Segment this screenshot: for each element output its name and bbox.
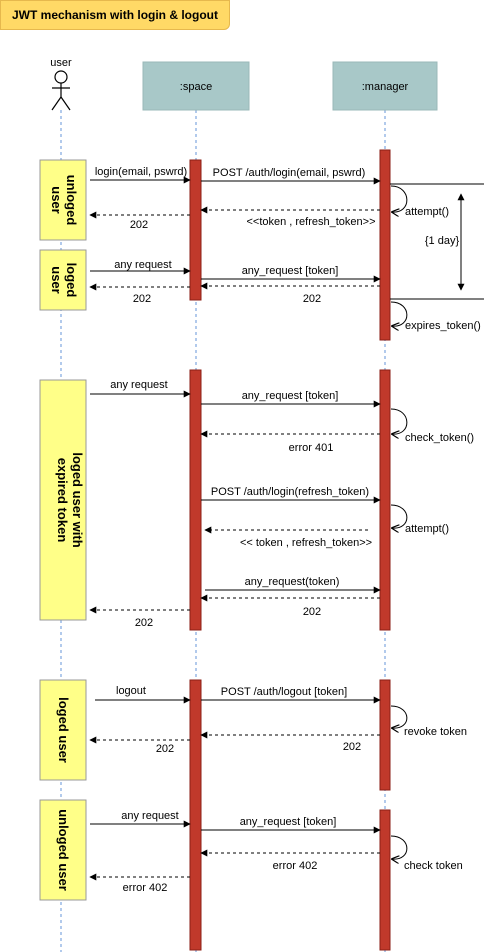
msg-202-f-label: 202 <box>343 741 361 753</box>
msg-post-logout-label: POST /auth/logout [token] <box>221 686 347 698</box>
activation-manager-2 <box>379 369 391 631</box>
timer-duration-label: {1 day} <box>425 235 460 247</box>
msg-error-402-b-label: error 402 <box>123 882 168 894</box>
msg-202-e-label: 202 <box>135 617 153 629</box>
check-token-2-self-arrow <box>391 835 408 859</box>
attempt-self-arrow <box>391 185 408 212</box>
msg-logout-label: logout <box>116 685 146 697</box>
note-unloged-user-2 <box>39 799 87 901</box>
note-loged-user-1-text: logeduser <box>49 263 79 298</box>
diagram-title: JWT mechanism with login & logout <box>0 0 230 30</box>
check-token-self-arrow <box>391 408 408 434</box>
user-actor-icon <box>51 70 71 111</box>
note-unloged-user-2-text: unloged user <box>56 809 71 891</box>
msg-post-refresh-label: POST /auth/login(refresh_token) <box>211 486 369 498</box>
activation-space-3 <box>189 679 202 951</box>
activation-manager-4 <box>379 809 391 951</box>
msg-token-return-label: <<token , refresh_token>> <box>246 216 375 228</box>
activation-manager-3 <box>379 679 391 791</box>
msg-attempt-label: attempt() <box>405 206 449 218</box>
activation-space-1 <box>189 159 202 301</box>
msg-attempt-2-label: attempt() <box>405 523 449 535</box>
participant-manager-label: :manager <box>362 81 409 93</box>
activation-manager-1 <box>379 149 391 341</box>
msg-error-401-label: error 401 <box>289 442 334 454</box>
participant-manager-box <box>332 61 438 111</box>
msg-any-request-3-label: any request <box>121 810 178 822</box>
msg-202-a-label: 202 <box>130 219 148 231</box>
revoke-token-self-arrow <box>391 705 408 728</box>
msg-check-token-2-label: check token <box>404 860 463 872</box>
msg-post-login-label: POST /auth/login(email, pswrd) <box>213 167 366 179</box>
msg-202-g-label: 202 <box>156 743 174 755</box>
msg-any-request-2-label: any request <box>110 379 167 391</box>
note-unloged-user-1 <box>39 159 87 241</box>
msg-revoke-token-label: revoke token <box>404 726 467 738</box>
msg-any-request-token-2-label: any_request [token] <box>242 390 339 402</box>
note-expired-token-text: loged user withexpired token <box>55 452 85 547</box>
note-unloged-user-1-text: unlogeduser <box>49 175 79 226</box>
note-loged-user-2 <box>39 679 87 781</box>
note-expired-token <box>39 379 87 621</box>
expires-token-self-arrow <box>391 301 408 326</box>
diagram-title-text: JWT mechanism with login & logout <box>12 8 218 22</box>
note-loged-user-1 <box>39 249 87 311</box>
msg-202-d-label: 202 <box>303 606 321 618</box>
msg-any-request-token-1-label: any_request [token] <box>242 265 339 277</box>
msg-check-token-label: check_token() <box>405 432 474 444</box>
msg-202-b-label: 202 <box>303 293 321 305</box>
activation-space-2 <box>189 369 202 631</box>
participant-space-label: :space <box>180 81 212 93</box>
msg-error-402-a-label: error 402 <box>273 860 318 872</box>
note-loged-user-2-text: loged user <box>56 697 71 763</box>
msg-any-request-token-4-label: any_request [token] <box>240 816 337 828</box>
attempt-2-self-arrow <box>391 504 408 528</box>
msg-202-c-label: 202 <box>133 293 151 305</box>
msg-any-request-token-3-label: any_request(token) <box>245 576 340 588</box>
msg-token-return-2-label: << token , refresh_token>> <box>240 537 372 549</box>
msg-any-request-1-label: any request <box>114 259 171 271</box>
msg-expires-token-label: expires_token() <box>405 320 481 332</box>
msg-login-label: login(email, pswrd) <box>95 166 187 178</box>
actor-label: user <box>50 57 72 69</box>
participant-space-box <box>142 61 250 111</box>
